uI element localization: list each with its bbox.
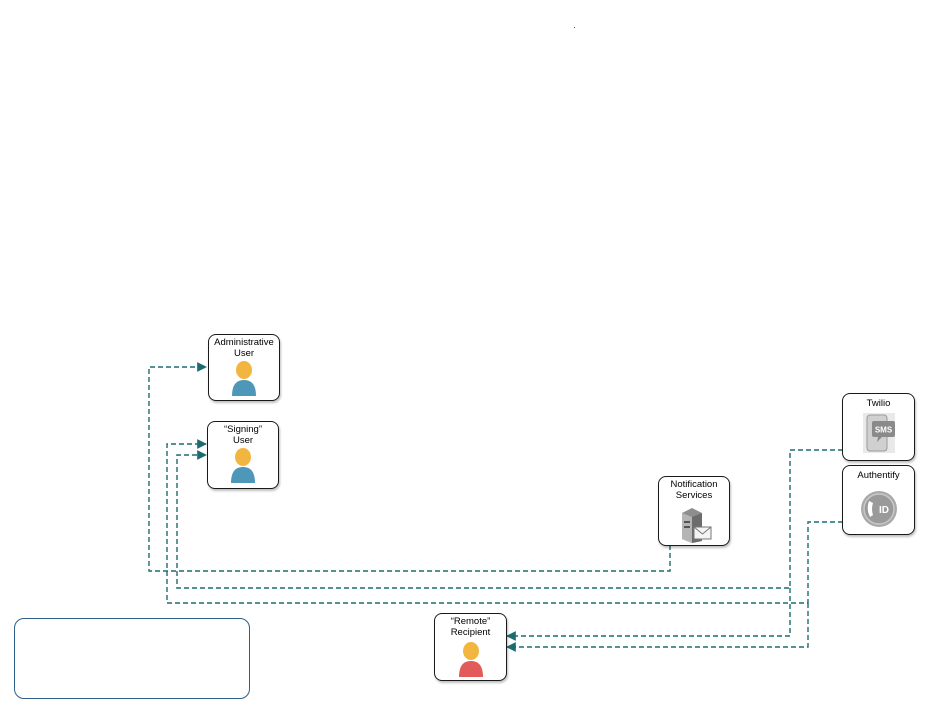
authentify-node[interactable]: Authentify ID — [842, 465, 915, 535]
connector-authentify-to-remote — [506, 603, 809, 652]
authentify-label: Authentify — [857, 470, 900, 481]
sms-phone-icon: SMS — [862, 413, 895, 453]
notes-box — [14, 618, 250, 699]
stray-dot — [574, 27, 575, 28]
connector-twilio-to-remote — [506, 588, 791, 641]
mail-server-icon — [682, 508, 712, 543]
notification-services-label: Notification Services — [670, 479, 718, 501]
signing-user-node[interactable]: “Signing” User — [207, 421, 279, 489]
user-icon — [458, 642, 483, 677]
twilio-node[interactable]: Twilio SMS — [842, 393, 915, 461]
user-icon — [232, 361, 256, 396]
connector-authentify-to-signing — [166, 439, 843, 604]
user-icon — [231, 448, 255, 483]
svg-text:ID: ID — [879, 505, 889, 516]
twilio-label: Twilio — [866, 398, 891, 409]
remote-recipient-node[interactable]: “Remote” Recipient — [434, 613, 507, 681]
svg-text:SMS: SMS — [874, 426, 892, 435]
remote-recipient-label: “Remote” Recipient — [450, 616, 491, 638]
phone-id-icon: ID — [860, 491, 897, 527]
notification-services-node[interactable]: Notification Services — [658, 476, 730, 546]
connector-twilio-to-signing — [176, 449, 843, 589]
connector-notification-to-admin — [148, 362, 671, 572]
signing-user-label: “Signing” User — [223, 424, 263, 446]
admin-user-node[interactable]: Administrative User — [208, 334, 280, 401]
admin-user-label: Administrative User — [214, 337, 274, 359]
